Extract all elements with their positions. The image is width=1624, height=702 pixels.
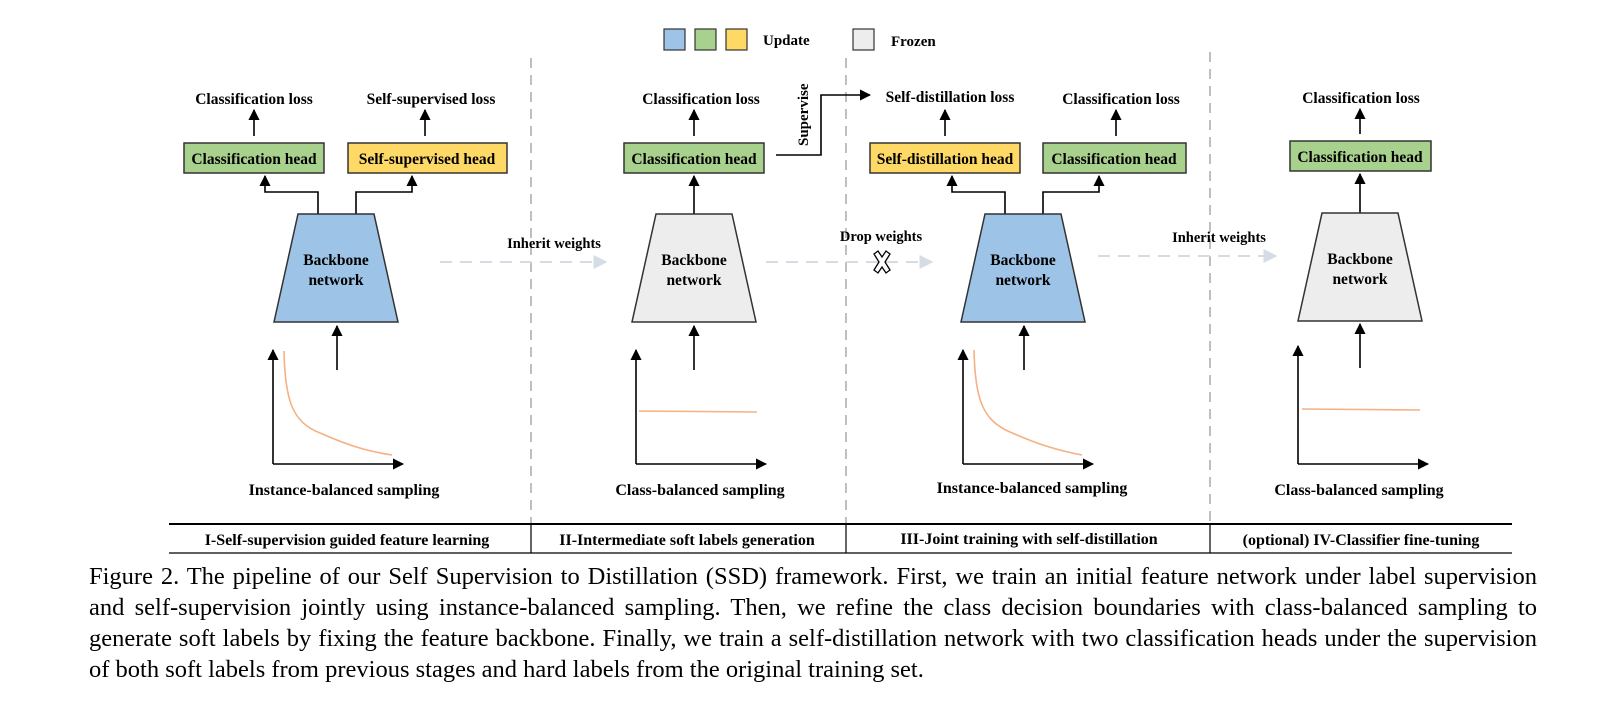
backbone-network [631,213,757,323]
classification-head [1042,142,1187,174]
transition-label: Drop weights [840,229,923,245]
transition-label: Inherit weights [1172,230,1266,246]
transition-inherit-weights: Inherit weights [440,236,608,269]
connector-arrow [1042,174,1105,214]
supervise-arrow [776,89,872,156]
supervise-label: Supervise [796,83,812,146]
transition-drop-weights: Drop weights [766,229,934,274]
sampling-distribution-plot [957,348,1095,470]
backbone-label-line1: Backbone [990,252,1056,269]
classification-head-label: Classification head [1297,149,1423,166]
uniform-distribution-line [638,410,758,413]
connector-arrow [259,174,319,214]
self-supervised-loss-label: Self-supervised loss [367,91,496,108]
sampling-distribution-plot [1292,344,1430,470]
legend-swatch-blue [663,28,686,51]
backbone-label-line2: network [666,272,721,289]
legend-swatch-green [694,28,717,51]
sampling-label: Class-balanced sampling [1274,482,1443,499]
sampling-distribution-plot [630,348,768,470]
classification-head [623,142,765,174]
sampling-label: Class-balanced sampling [615,482,784,499]
backbone-label-line2: network [308,272,363,289]
self-supervised-head-label: Self-supervised head [359,151,496,168]
transition-label: Inherit weights [507,236,601,252]
backbone-network [960,213,1086,323]
classification-head [183,142,325,174]
stage-4: Classification loss Classification head … [1274,90,1443,499]
figure-caption: Figure 2. The pipeline of our Self Super… [89,563,1537,683]
transition-inherit-weights: Inherit weights [1098,230,1278,263]
stage-2: Classification loss Classification head … [615,83,872,499]
uniform-distribution-line [1301,408,1421,411]
sampling-label: Instance-balanced sampling [249,482,440,499]
classification-head-label: Classification head [631,151,757,168]
classification-loss-label: Classification loss [1062,91,1180,108]
stage-title: II-Intermediate soft labels generation [559,532,815,549]
legend-swatch-gray [852,28,875,51]
stage-title-bar: I-Self-supervision guided feature learni… [169,523,1512,554]
legend-update-label: Update [763,33,810,49]
self-distillation-head-label: Self-distillation head [877,151,1014,168]
cross-icon [873,250,891,274]
backbone-label-line2: network [1332,271,1387,288]
stage-3: Self-distillation loss Classification lo… [869,89,1187,497]
connector-arrow [946,174,1006,214]
backbone-label-line1: Backbone [303,252,369,269]
backbone-label-line1: Backbone [1327,251,1393,268]
backbone-label-line2: network [995,272,1050,289]
sampling-distribution-plot [267,348,405,470]
classification-loss-label: Classification loss [642,91,760,108]
sampling-label: Instance-balanced sampling [937,480,1128,497]
connector-arrow [355,174,418,214]
backbone-label-line1: Backbone [661,252,727,269]
legend-frozen-label: Frozen [891,34,936,50]
long-tail-curve [283,350,393,456]
self-supervised-head [347,142,508,174]
backbone-network [1297,212,1423,322]
classification-head-label: Classification head [191,151,317,168]
long-tail-curve [973,349,1083,456]
pipeline-diagram: Update Frozen Classification loss Self-s… [169,28,1512,554]
legend-swatch-yellow [725,28,748,51]
self-distillation-loss-label: Self-distillation loss [886,89,1015,106]
stage-title: III-Joint training with self-distillatio… [900,531,1157,548]
classification-head-label: Classification head [1051,151,1177,168]
stage-title: I-Self-supervision guided feature learni… [205,532,490,549]
classification-loss-label: Classification loss [1302,90,1420,107]
stage-title: (optional) IV-Classifier fine-tuning [1243,532,1480,549]
legend: Update Frozen [663,28,936,51]
self-distillation-head [869,142,1021,174]
classification-loss-label: Classification loss [195,91,313,108]
stage-1: Classification loss Self-supervised loss… [183,91,508,499]
backbone-network [273,213,399,323]
classification-head [1289,140,1432,172]
